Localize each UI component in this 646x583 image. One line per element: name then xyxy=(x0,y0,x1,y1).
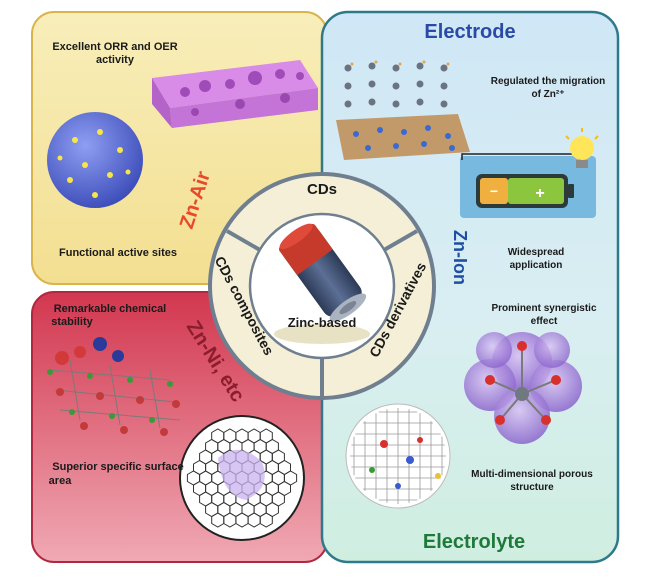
orr-oer-text-1: Excellent ORR and OER xyxy=(52,41,177,53)
electrolyte-heading: Electrolyte xyxy=(423,531,525,553)
widespread-text-2: application xyxy=(510,260,563,271)
hex-cell xyxy=(259,512,273,528)
active-sites-text: Functional active sites xyxy=(59,247,177,259)
chemical-stability-text-2: stability xyxy=(51,316,93,328)
synergy-text-1: Prominent synergistic xyxy=(491,303,596,314)
zinc-based-label: Zinc-based xyxy=(288,315,357,330)
synergy-text-2: effect xyxy=(531,316,558,327)
chemical-stability-text-1: Remarkable chemical xyxy=(54,303,167,315)
electrode-heading: Electrode xyxy=(424,21,515,43)
plus-sign-icon: + xyxy=(535,185,544,202)
hexagonal-mesh-image xyxy=(179,415,305,541)
widespread-text-1: Widespread xyxy=(508,247,565,258)
surface-area-text-2: area xyxy=(49,475,73,487)
porous-text-2: structure xyxy=(510,482,554,493)
porous-foam-image xyxy=(152,60,318,128)
zn-migration-text-1: Regulated the migration xyxy=(491,76,605,87)
porous-structure-image xyxy=(345,403,451,509)
molecular-lattice-image xyxy=(47,337,181,436)
battery-circuit-image: − + xyxy=(460,128,599,218)
zn-ion-title: Zn-Ion xyxy=(450,230,470,285)
porous-text-1: Multi-dimensional porous xyxy=(471,469,593,480)
minus-sign-icon: − xyxy=(490,183,498,199)
catalyst-sphere-image xyxy=(47,112,143,208)
zinc-battery-icon xyxy=(274,223,370,344)
segment-cds: CDs xyxy=(307,181,337,198)
surface-area-text-1: Superior specific surface xyxy=(52,461,183,473)
molecular-complex-image xyxy=(464,332,582,444)
electrode-lattice-image xyxy=(336,60,470,160)
orr-oer-text-2: activity xyxy=(96,54,135,66)
zn-migration-text-2: of Zn²⁺ xyxy=(531,89,564,100)
